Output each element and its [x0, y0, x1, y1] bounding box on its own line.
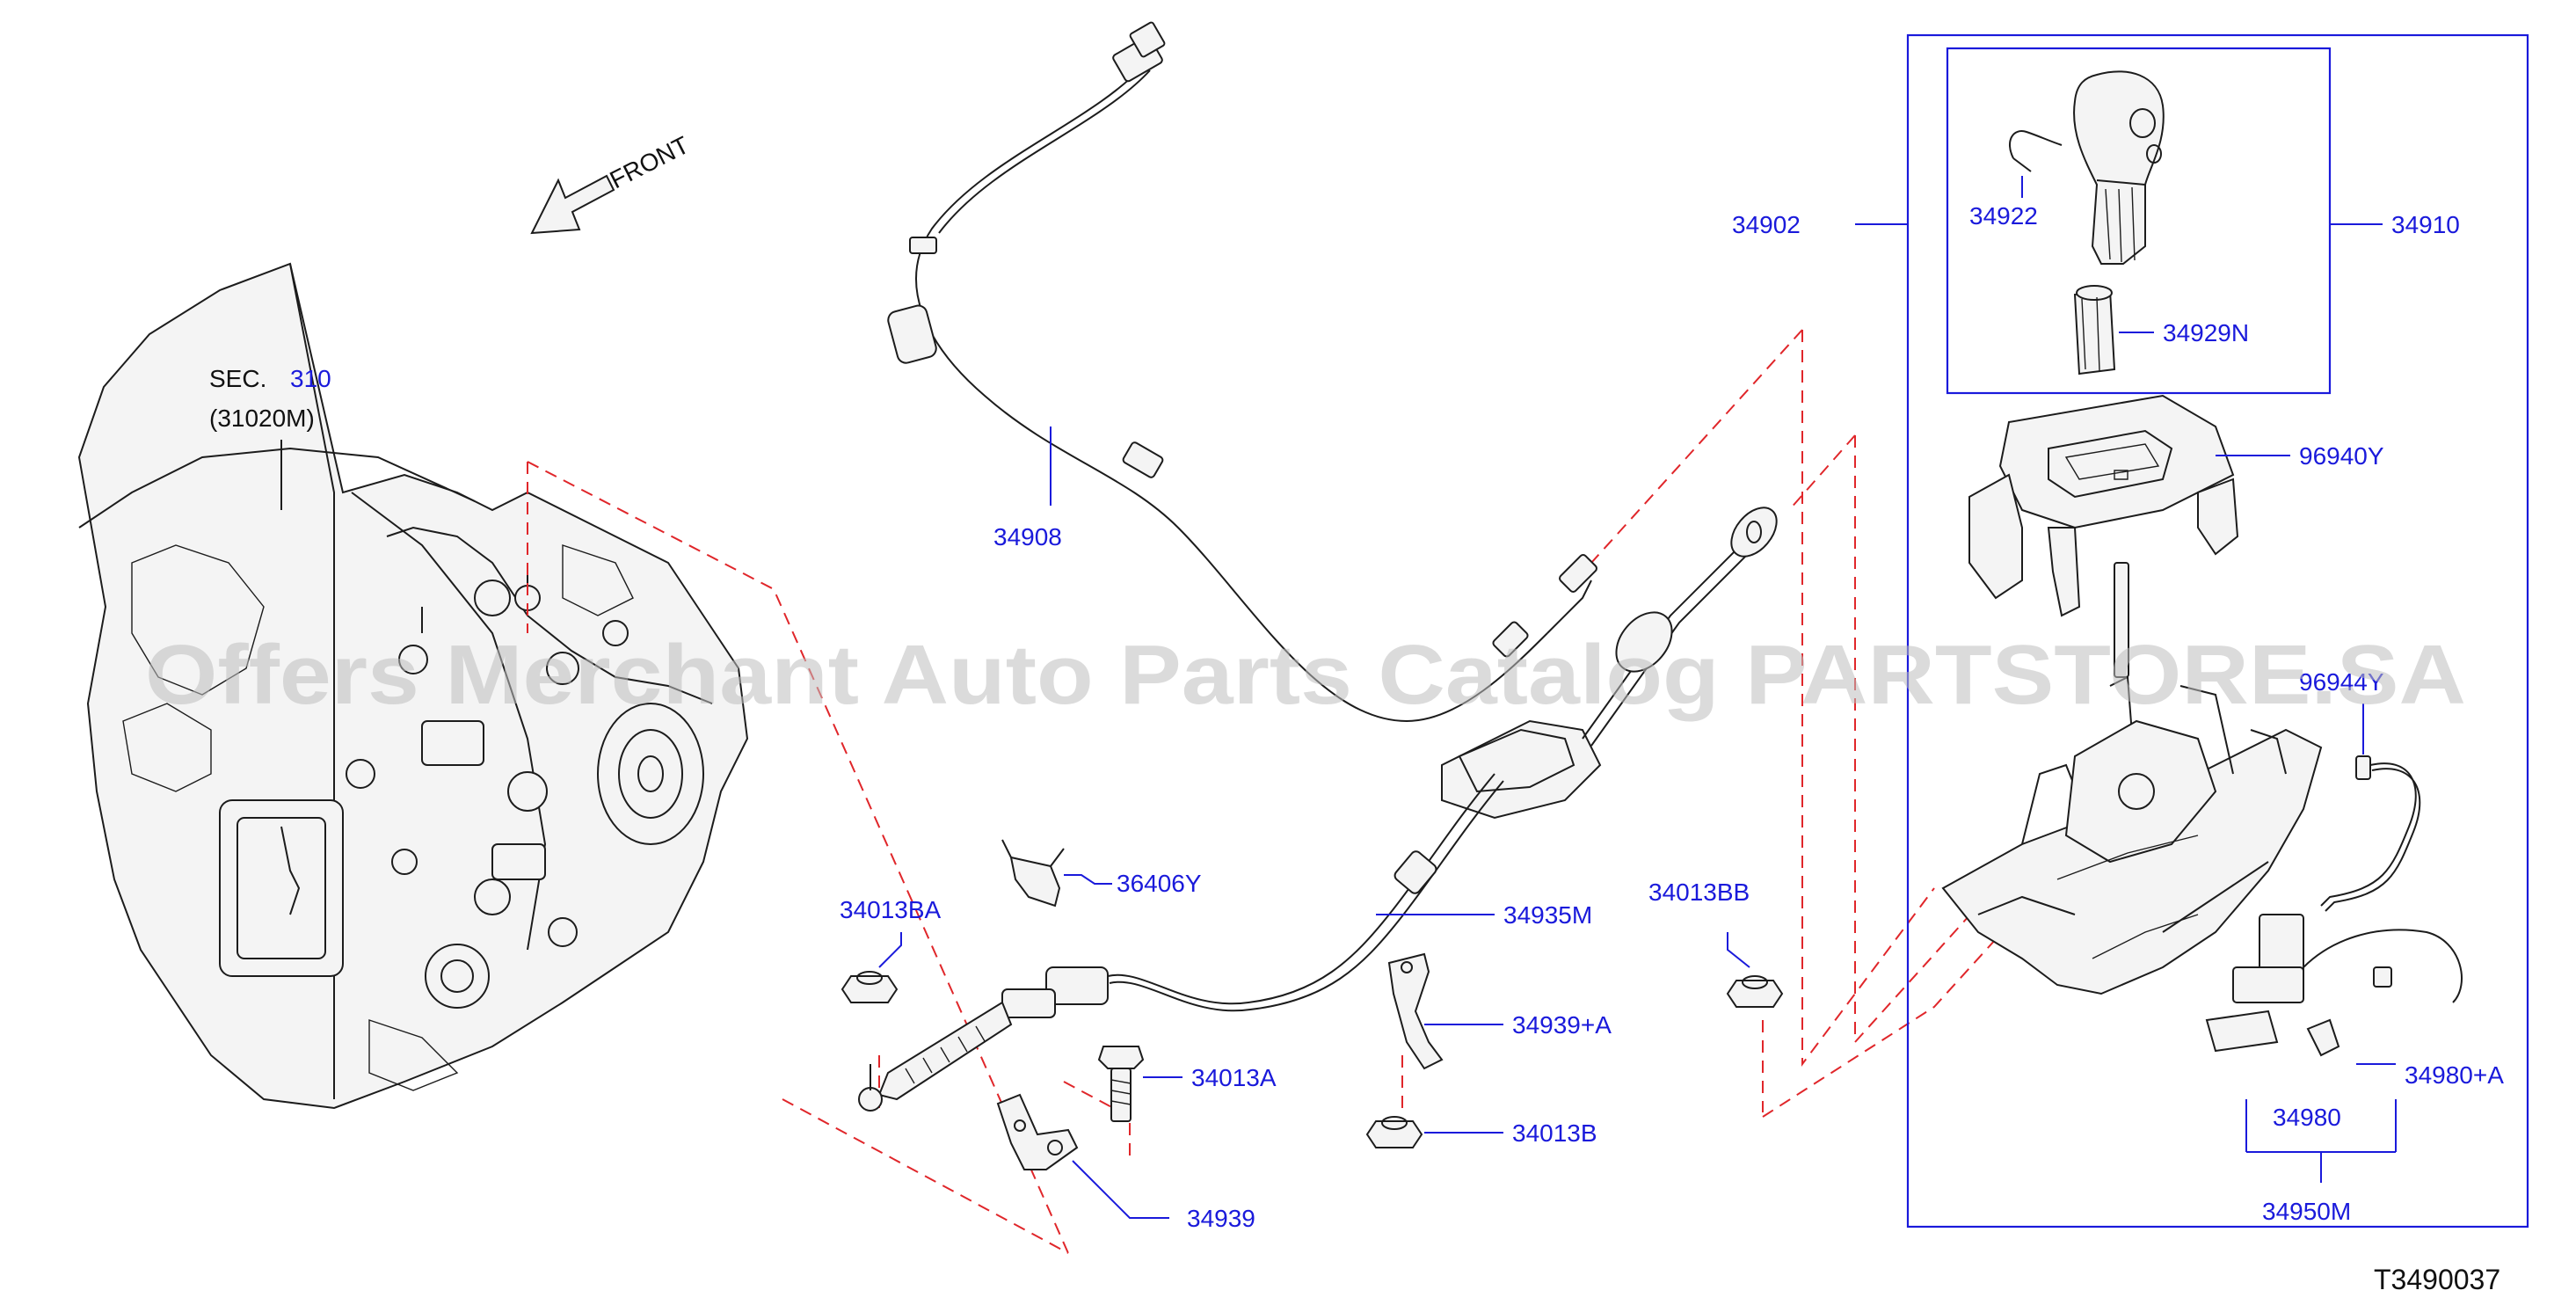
front-label: FRONT	[606, 131, 694, 193]
front-direction-indicator: FRONT	[530, 131, 694, 235]
cable-34908	[887, 21, 1548, 723]
shifter-assembly-box	[1906, 33, 2529, 1228]
label-34013BA[interactable]: 34013BA	[840, 896, 942, 923]
label-34935M[interactable]: 34935M	[1503, 901, 1592, 929]
label-34980[interactable]: 34980	[2273, 1104, 2341, 1131]
clip-34922[interactable]	[2009, 130, 2063, 198]
shift-knob-34910[interactable]	[2073, 70, 2165, 265]
transmission-assembly	[77, 262, 749, 1110]
shift-knob-box	[1946, 47, 2332, 395]
label-34013BB[interactable]: 34013BB	[1648, 879, 1750, 906]
watermark-text: Offers Merchant Auto Parts Catalog PARTS…	[145, 628, 2466, 722]
label-34950M[interactable]: 34950M	[2262, 1198, 2351, 1225]
control-cable-34935M	[858, 507, 1778, 1112]
clip-36406Y[interactable]	[1001, 839, 1112, 908]
section-prefix: SEC.	[209, 365, 266, 392]
bracket-34939[interactable]	[996, 1093, 1169, 1219]
bulb-harness-96944Y[interactable]	[2320, 704, 2421, 912]
label-96940Y[interactable]: 96940Y	[2299, 442, 2384, 470]
label-34939[interactable]: 34939	[1187, 1205, 1255, 1232]
nut-34013BA[interactable]	[840, 932, 902, 1003]
label-34013B[interactable]: 34013B	[1512, 1119, 1597, 1147]
label-34922[interactable]: 34922	[1969, 202, 2038, 230]
section-subtitle: (31020M)	[209, 405, 315, 432]
indicator-cover-96940Y[interactable]	[1968, 394, 2290, 617]
label-34908[interactable]: 34908	[993, 523, 1062, 550]
label-34013A[interactable]: 34013A	[1191, 1064, 1277, 1091]
shifter-base-34950M[interactable]	[1941, 562, 2463, 1057]
label-34939A[interactable]: 34939+A	[1512, 1011, 1612, 1039]
label-36406Y[interactable]: 36406Y	[1117, 870, 1202, 897]
section-number[interactable]: 310	[290, 365, 331, 392]
label-34929N[interactable]: 34929N	[2163, 319, 2249, 346]
label-34902[interactable]: 34902	[1732, 211, 1801, 238]
label-34980A[interactable]: 34980+A	[2405, 1061, 2504, 1089]
label-96944Y[interactable]: 96944Y	[2299, 668, 2384, 696]
nut-34013BB[interactable]	[1726, 932, 1784, 1008]
sleeve-34929N[interactable]	[2073, 285, 2154, 375]
nut-34013B[interactable]	[1365, 1116, 1503, 1148]
bolt-34013A[interactable]	[1097, 1046, 1182, 1122]
label-34910[interactable]: 34910	[2391, 211, 2460, 238]
assembly-lines	[527, 329, 2067, 1254]
diagram-code: T3490037	[2374, 1264, 2500, 1295]
bracket-34939A[interactable]	[1387, 952, 1503, 1070]
